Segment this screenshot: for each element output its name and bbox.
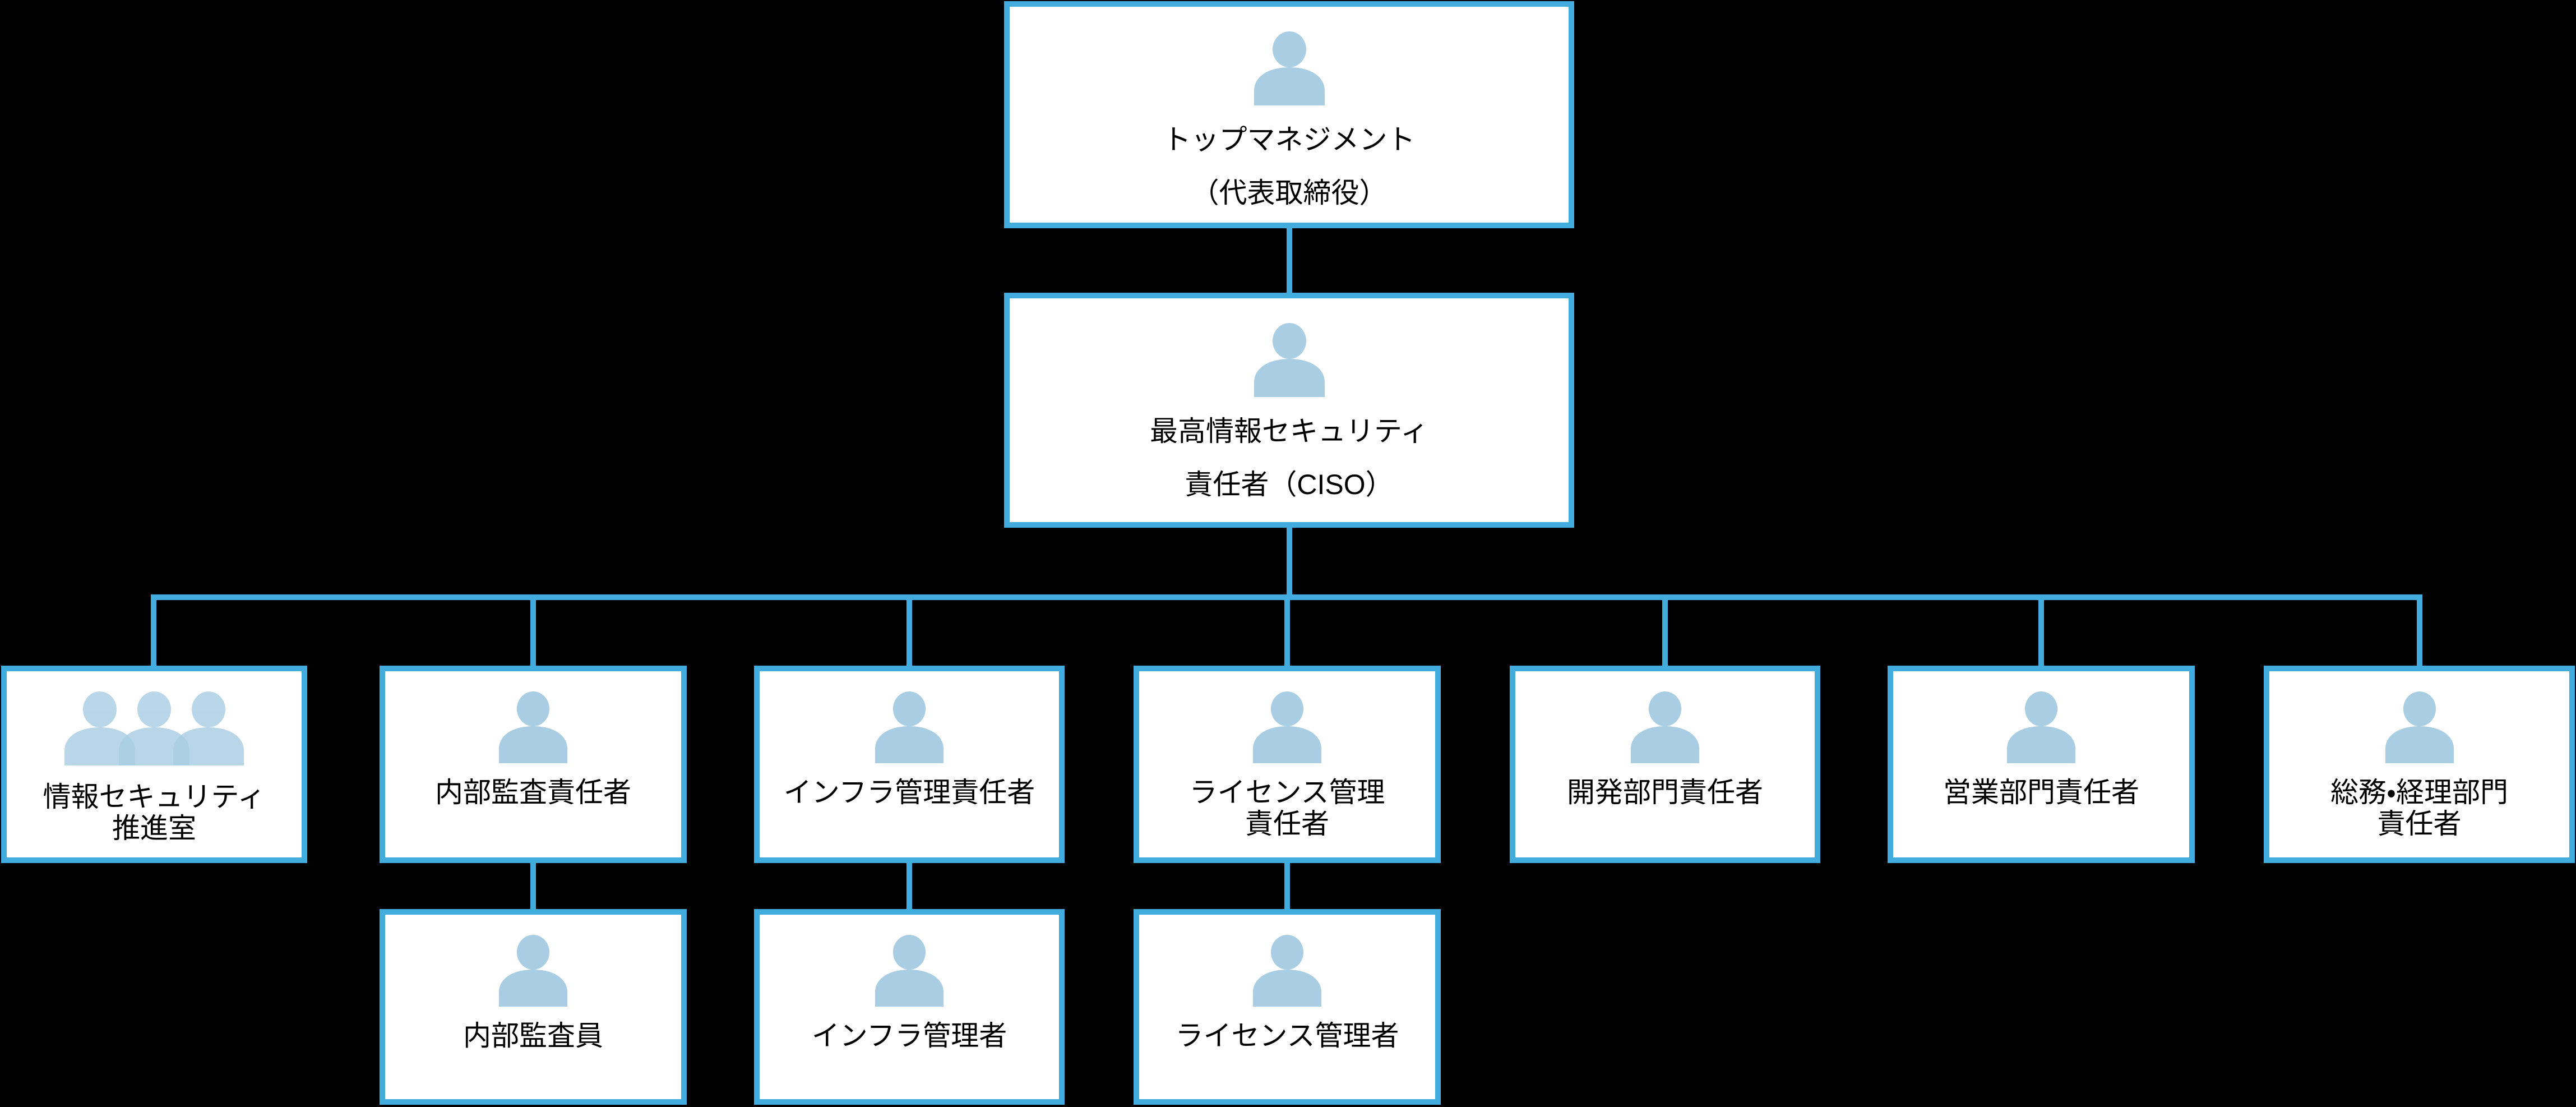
person-icon	[498, 935, 568, 1007]
org-node-infosec-office: 情報セキュリティ 推進室	[1, 666, 307, 863]
org-node-infra-administrator: インフラ管理者	[754, 909, 1065, 1105]
org-node-label: 最高情報セキュリティ 責任者（CISO）	[1010, 405, 1569, 511]
connector-drop-internal-audit	[530, 594, 536, 670]
org-node-label: 開発部門責任者	[1515, 777, 1815, 808]
connector-top-to-ciso	[1287, 226, 1292, 296]
org-node-label: ライセンス管理 責任者	[1139, 777, 1435, 840]
org-node-label: 総務・経理部門 責任者	[2269, 777, 2569, 840]
label-line: 推進室	[112, 813, 196, 844]
person-icon	[1252, 691, 1322, 763]
person-icon	[1254, 323, 1325, 397]
connector-infra-to-admin	[907, 860, 912, 912]
org-node-label: 内部監査責任者	[385, 777, 681, 808]
label-line: 責任者（CISO）	[1185, 469, 1394, 500]
person-icon	[875, 935, 944, 1007]
org-node-dev-department-head: 開発部門責任者	[1510, 666, 1820, 863]
connector-audit-to-auditor	[530, 860, 536, 912]
connector-license-to-admin	[1284, 860, 1290, 912]
label-line: 開発部門責任者	[1567, 777, 1763, 808]
org-node-internal-auditor: 内部監査員	[380, 909, 687, 1105]
label-line: インフラ管理責任者	[783, 777, 1035, 808]
connector-drop-license-management	[1284, 594, 1290, 670]
person-icon	[1254, 31, 1325, 105]
label-line: （代表取締役）	[1191, 177, 1388, 209]
org-node-infra-management-manager: インフラ管理責任者	[754, 666, 1065, 863]
label-line: 内部監査員	[463, 1020, 603, 1051]
connector-ciso-to-bus	[1287, 525, 1292, 600]
label-line: 責任者	[1245, 808, 1329, 840]
label-line: インフラ管理者	[811, 1020, 1007, 1051]
label-line: トップマネジメント	[1163, 124, 1416, 155]
connector-drop-ga-accounting	[2417, 594, 2422, 670]
person-icon	[1252, 935, 1322, 1007]
org-node-label: 内部監査員	[385, 1020, 681, 1051]
org-node-license-management-manager: ライセンス管理 責任者	[1134, 666, 1441, 863]
org-node-label: トップマネジメント （代表取締役）	[1010, 113, 1569, 220]
org-node-label: インフラ管理責任者	[760, 777, 1059, 808]
label-line: ライセンス管理	[1189, 777, 1385, 808]
label-line: 内部監査責任者	[435, 777, 631, 808]
person-icon	[2385, 691, 2454, 763]
org-node-label: 情報セキュリティ 推進室	[7, 781, 302, 844]
person-icon	[498, 691, 568, 763]
label-line: 営業部門責任者	[1943, 777, 2139, 808]
org-node-label: 営業部門責任者	[1893, 777, 2189, 808]
connector-drop-dev-department	[1662, 594, 1668, 670]
label-line: 最高情報セキュリティ	[1150, 416, 1428, 447]
org-node-internal-audit-manager: 内部監査責任者	[380, 666, 687, 863]
org-node-label: インフラ管理者	[760, 1020, 1059, 1051]
connector-drop-infosec-office	[151, 594, 156, 670]
org-node-sales-department-head: 営業部門責任者	[1888, 666, 2195, 863]
person-icon	[875, 691, 944, 763]
connector-drop-infra-management	[907, 594, 912, 670]
org-node-ciso: 最高情報セキュリティ 責任者（CISO）	[1004, 293, 1574, 528]
label-line: 情報セキュリティ	[43, 781, 266, 813]
label-line: 責任者	[2377, 808, 2462, 840]
connector-drop-sales-department	[2038, 594, 2044, 670]
person-icon	[2006, 691, 2076, 763]
org-node-license-administrator: ライセンス管理者	[1134, 909, 1441, 1105]
org-node-ga-accounting-department-head: 総務・経理部門 責任者	[2264, 666, 2575, 863]
person-icon	[1630, 691, 1700, 763]
org-node-label: ライセンス管理者	[1139, 1020, 1435, 1051]
label-line: ライセンス管理者	[1175, 1020, 1399, 1051]
people-group-icon	[64, 691, 244, 765]
label-line: 総務・経理部門	[2330, 777, 2508, 808]
org-node-top-management: トップマネジメント （代表取締役）	[1004, 1, 1574, 228]
